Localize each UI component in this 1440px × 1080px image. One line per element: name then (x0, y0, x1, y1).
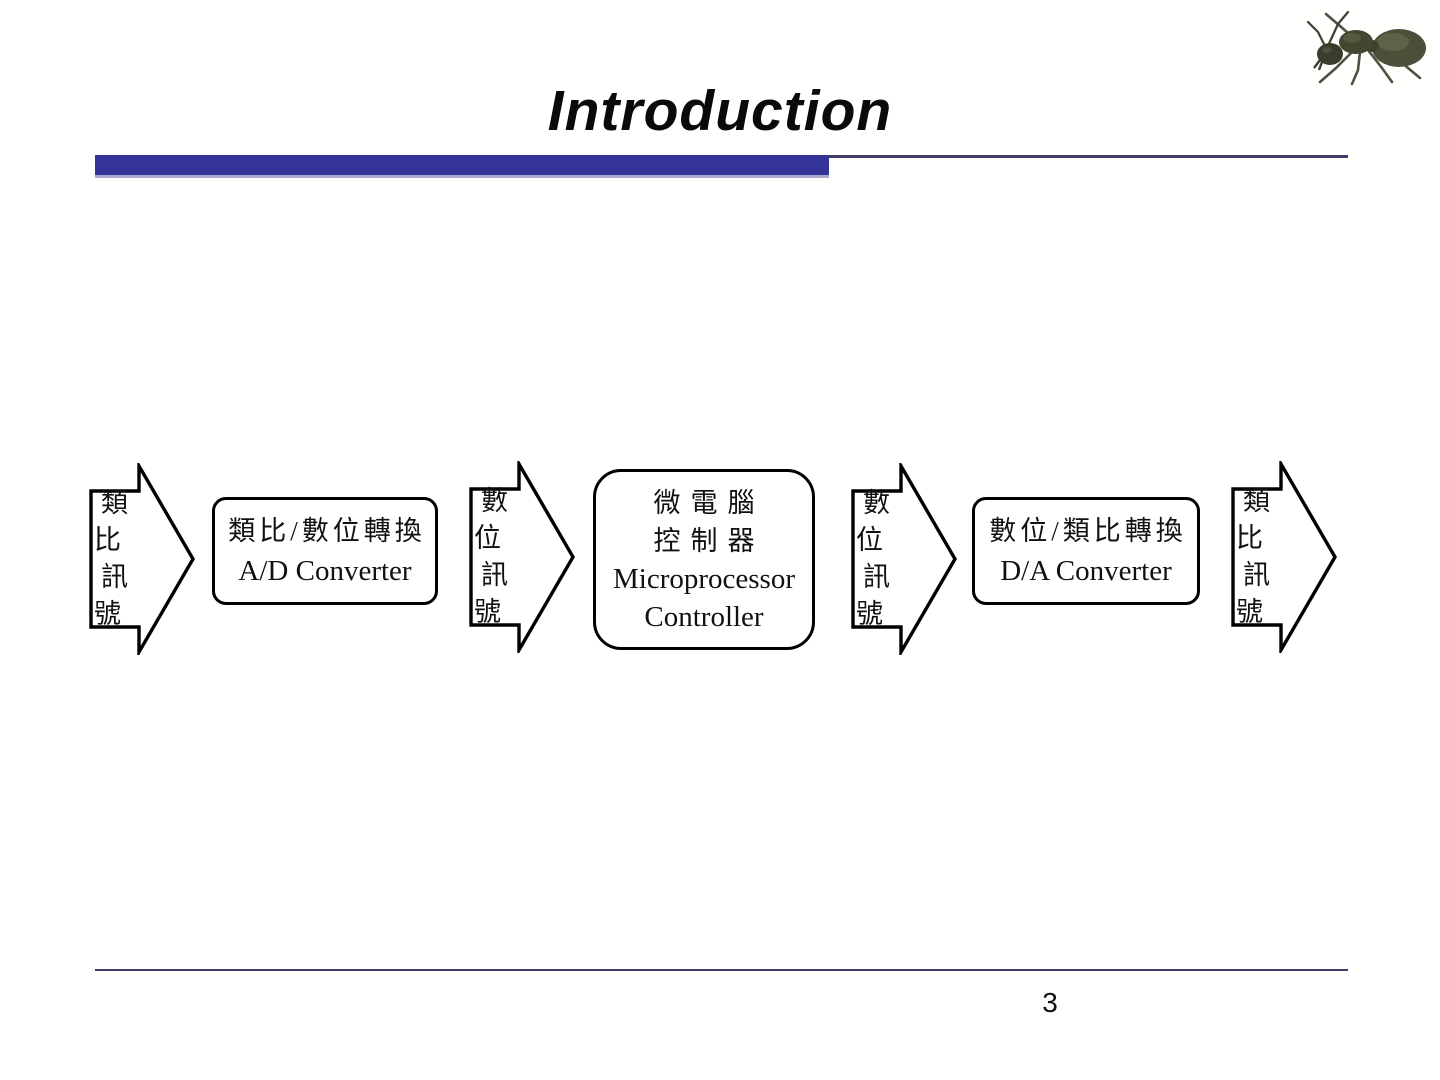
arrow-label: 數位 訊號 (474, 461, 546, 653)
page-title: Introduction (547, 79, 893, 143)
arrow-label-line1: 數位 (856, 488, 897, 555)
flow-box-ad-converter: 類比/數位轉換 A/D Converter (212, 497, 438, 605)
flow-arrow-analog-out: 類比 訊號 (1230, 461, 1338, 653)
box-label-cjk: 微電腦 (653, 487, 765, 518)
ant-icon (1296, 2, 1434, 88)
page-number: 3 (1042, 987, 1058, 1018)
arrow-label: 類比 訊號 (94, 463, 166, 655)
arrow-label-line1: 類比 (1236, 486, 1277, 553)
title-accent-bar (95, 155, 829, 178)
box-label-en: D/A Converter (1000, 555, 1172, 587)
box-label-cjk: 類比/數位轉換 (228, 516, 426, 546)
flow-arrow-digital-1: 數位 訊號 (468, 461, 576, 653)
arrow-label: 類比 訊號 (1236, 461, 1308, 653)
arrow-label-line2: 訊號 (474, 560, 515, 627)
box-label-en: Microprocessor (612, 562, 795, 595)
flow-arrow-digital-2: 數位 訊號 (850, 463, 958, 655)
arrow-label-line2: 訊號 (1236, 560, 1277, 627)
arrow-label: 數位 訊號 (856, 463, 928, 655)
footer-rule-line (95, 969, 1348, 971)
box-label-cjk: 控制器 (653, 525, 765, 556)
flow-box-microprocessor-controller: 微電腦 控制器 Microprocessor Controller (593, 469, 815, 650)
box-label-en: A/D Converter (238, 555, 412, 587)
box-label-en: Controller (644, 600, 764, 633)
arrow-label-line2: 訊號 (856, 562, 897, 629)
title-rule-line (829, 155, 1348, 158)
flow-arrow-analog-in: 類比 訊號 (88, 463, 196, 655)
arrow-label-line2: 訊號 (94, 562, 135, 629)
flow-box-da-converter: 數位/類比轉換 D/A Converter (972, 497, 1200, 605)
arrow-label-line1: 數位 (474, 486, 515, 553)
arrow-label-line1: 類比 (94, 488, 135, 555)
box-label-cjk: 數位/類比轉換 (989, 516, 1187, 546)
